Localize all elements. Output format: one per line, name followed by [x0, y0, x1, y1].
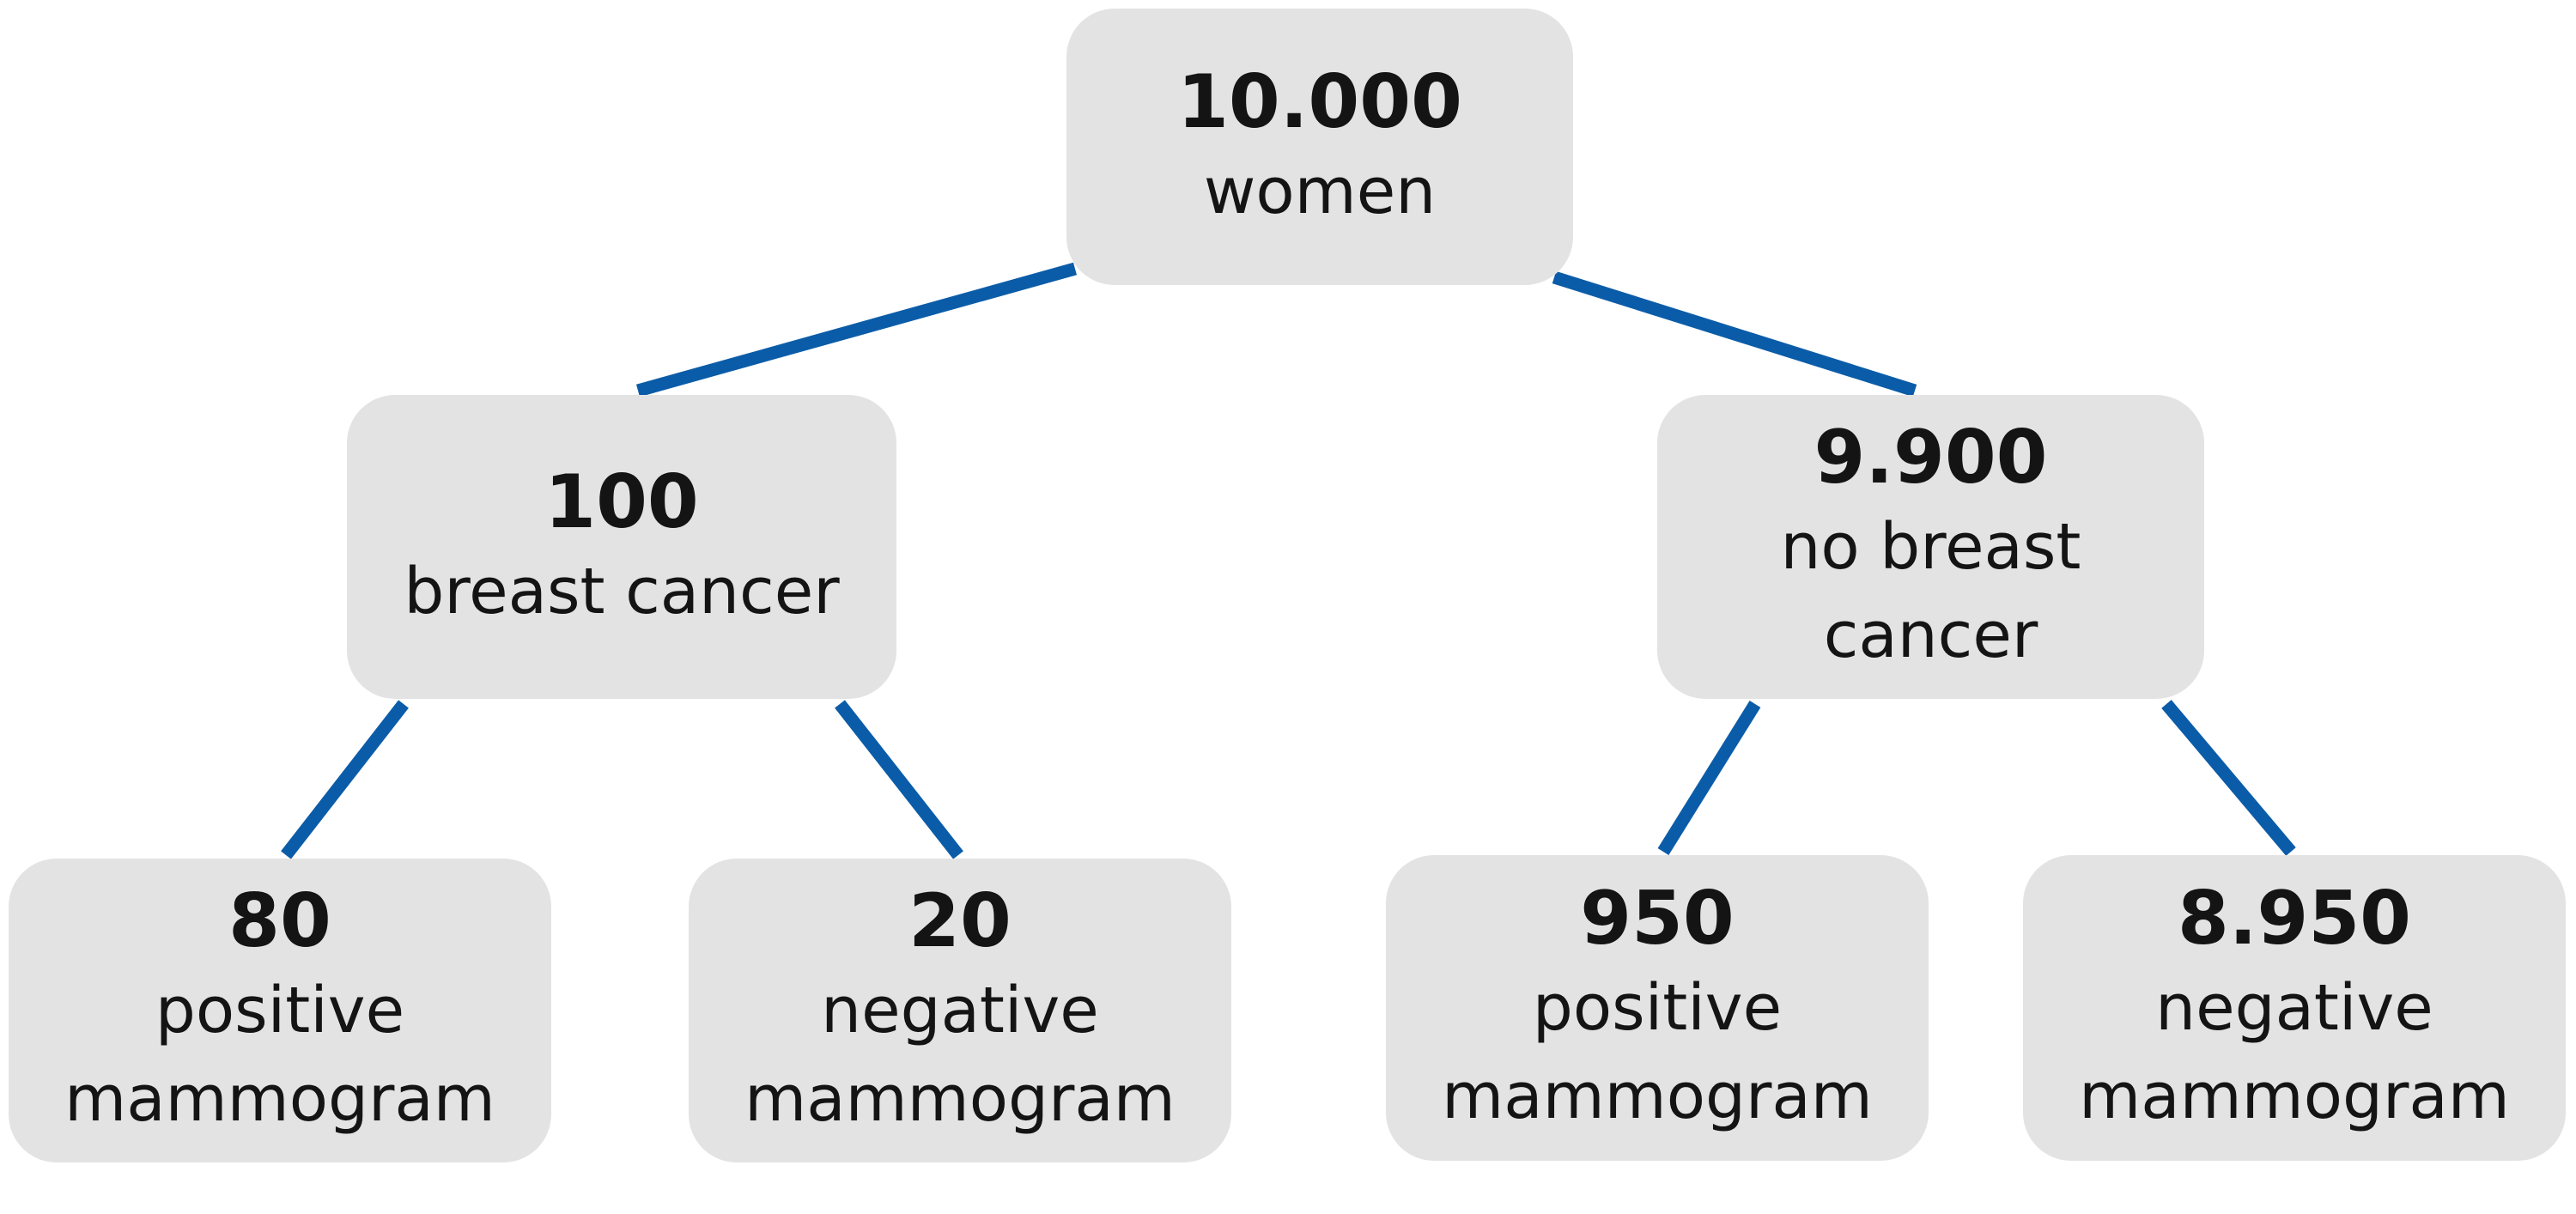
node-label: mammogram: [744, 1062, 1176, 1137]
node-label: no breast: [1780, 509, 2081, 584]
connector-no-breast-cancer-to-negative: [2161, 700, 2296, 856]
node-label: negative: [2155, 970, 2433, 1045]
node-no-breast-cancer-negative-mammogram: 8.950 negative mammogram: [2023, 855, 2566, 1161]
node-breast-cancer-positive-mammogram: 80 positive mammogram: [9, 859, 551, 1162]
connector-breast-cancer-to-positive: [281, 700, 409, 859]
node-count: 80: [228, 877, 331, 964]
node-label: breast cancer: [404, 554, 840, 628]
connector-breast-cancer-to-negative: [835, 700, 963, 859]
node-label: cancer: [1823, 598, 2038, 673]
node-label: positive: [1532, 970, 1783, 1045]
node-count: 8.950: [2177, 875, 2412, 962]
node-breast-cancer-negative-mammogram: 20 negative mammogram: [689, 859, 1231, 1162]
node-count: 9.900: [1814, 414, 2048, 501]
node-label: mammogram: [64, 1062, 495, 1137]
node-no-breast-cancer-positive-mammogram: 950 positive mammogram: [1386, 855, 1929, 1161]
node-women: 10.000 women: [1066, 9, 1573, 285]
node-no-breast-cancer: 9.900 no breast cancer: [1657, 395, 2204, 699]
node-count: 100: [544, 458, 699, 545]
connector-root-to-breast-cancer: [635, 262, 1078, 398]
node-label: positive: [155, 973, 405, 1047]
node-label: negative: [821, 973, 1099, 1047]
node-breast-cancer: 100 breast cancer: [347, 395, 896, 699]
node-count: 20: [908, 877, 1012, 964]
connector-no-breast-cancer-to-positive: [1657, 701, 1761, 855]
node-label: mammogram: [1442, 1059, 1873, 1134]
node-label: mammogram: [2079, 1059, 2510, 1134]
connector-root-to-no-breast-cancer: [1552, 270, 1917, 398]
node-count: 950: [1580, 875, 1735, 962]
node-count: 10.000: [1177, 58, 1462, 145]
node-label: women: [1203, 154, 1437, 228]
